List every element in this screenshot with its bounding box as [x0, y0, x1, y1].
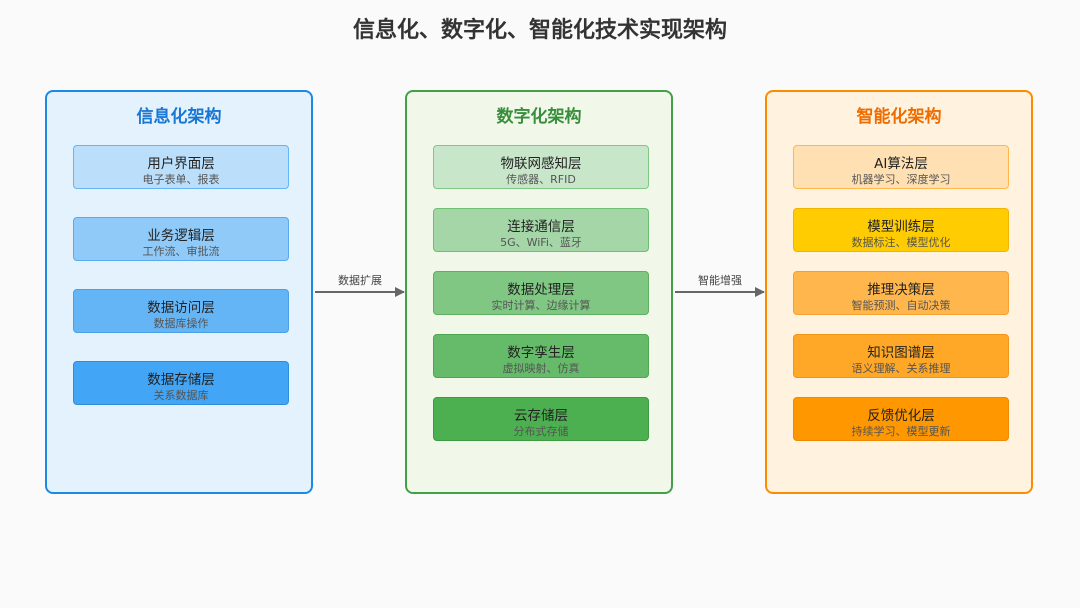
layer-feedback-optimization: 反馈优化层 持续学习、模型更新 — [793, 397, 1009, 441]
layer-desc: 机器学习、深度学习 — [851, 173, 951, 186]
layer-connectivity: 连接通信层 5G、WiFi、蓝牙 — [433, 208, 649, 252]
layer-desc: 智能预测、自动决策 — [851, 299, 951, 312]
layer-ui: 用户界面层 电子表单、报表 — [73, 145, 289, 189]
layer-knowledge-graph: 知识图谱层 语义理解、关系推理 — [793, 334, 1009, 378]
layer-desc: 持续学习、模型更新 — [851, 425, 951, 438]
panel-title: 信息化架构 — [136, 107, 222, 127]
layer-name: 模型训练层 — [867, 219, 935, 235]
layer-desc: 5G、WiFi、蓝牙 — [500, 236, 582, 249]
layer-name: 数据存储层 — [147, 372, 215, 388]
layer-name: 用户界面层 — [147, 156, 215, 172]
layer-name: 推理决策层 — [867, 282, 935, 298]
layer-desc: 数据标注、模型优化 — [851, 236, 951, 249]
layer-desc: 关系数据库 — [153, 389, 209, 402]
layer-desc: 虚拟映射、仿真 — [502, 362, 580, 375]
layer-digital-twin: 数字孪生层 虚拟映射、仿真 — [433, 334, 649, 378]
information-architecture-panel: 信息化架构 用户界面层 电子表单、报表 业务逻辑层 工作流、审批流 数据访问层 … — [45, 90, 313, 494]
intelligent-architecture-panel: 智能化架构 AI算法层 机器学习、深度学习 模型训练层 数据标注、模型优化 推理… — [765, 90, 1033, 494]
layer-model-training: 模型训练层 数据标注、模型优化 — [793, 208, 1009, 252]
layer-desc: 电子表单、报表 — [142, 173, 220, 186]
layer-name: 物联网感知层 — [500, 156, 582, 172]
layer-desc: 分布式存储 — [513, 425, 569, 438]
layer-name: 业务逻辑层 — [147, 228, 215, 244]
panel-title: 数字化架构 — [496, 107, 582, 127]
layer-name: 云存储层 — [514, 408, 568, 424]
layer-ai-algorithm: AI算法层 机器学习、深度学习 — [793, 145, 1009, 189]
arrow-label-intelligence-enhancement: 智能增强 — [698, 274, 742, 287]
layer-name: 连接通信层 — [507, 219, 575, 235]
digital-architecture-panel: 数字化架构 物联网感知层 传感器、RFID 连接通信层 5G、WiFi、蓝牙 数… — [405, 90, 673, 494]
layer-desc: 传感器、RFID — [506, 173, 576, 186]
panel-title: 智能化架构 — [856, 107, 942, 127]
layer-data-access: 数据访问层 数据库操作 — [73, 289, 289, 333]
layer-iot-sensing: 物联网感知层 传感器、RFID — [433, 145, 649, 189]
page-title: 信息化、数字化、智能化技术实现架构 — [352, 18, 727, 43]
layer-desc: 语义理解、关系推理 — [851, 362, 951, 375]
layer-cloud-storage: 云存储层 分布式存储 — [433, 397, 649, 441]
layer-business-logic: 业务逻辑层 工作流、审批流 — [73, 217, 289, 261]
layer-name: 数据处理层 — [507, 282, 575, 298]
layer-desc: 数据库操作 — [153, 317, 209, 330]
layer-name: 反馈优化层 — [867, 408, 935, 424]
layer-data-storage: 数据存储层 关系数据库 — [73, 361, 289, 405]
layer-data-processing: 数据处理层 实时计算、边缘计算 — [433, 271, 649, 315]
layer-desc: 工作流、审批流 — [142, 245, 220, 258]
layer-inference-decision: 推理决策层 智能预测、自动决策 — [793, 271, 1009, 315]
layer-desc: 实时计算、边缘计算 — [491, 299, 591, 312]
layer-name: AI算法层 — [874, 156, 928, 172]
layer-name: 数字孪生层 — [507, 345, 575, 361]
layer-name: 知识图谱层 — [867, 345, 935, 361]
layer-name: 数据访问层 — [147, 300, 215, 316]
arrow-label-data-expansion: 数据扩展 — [338, 274, 382, 287]
